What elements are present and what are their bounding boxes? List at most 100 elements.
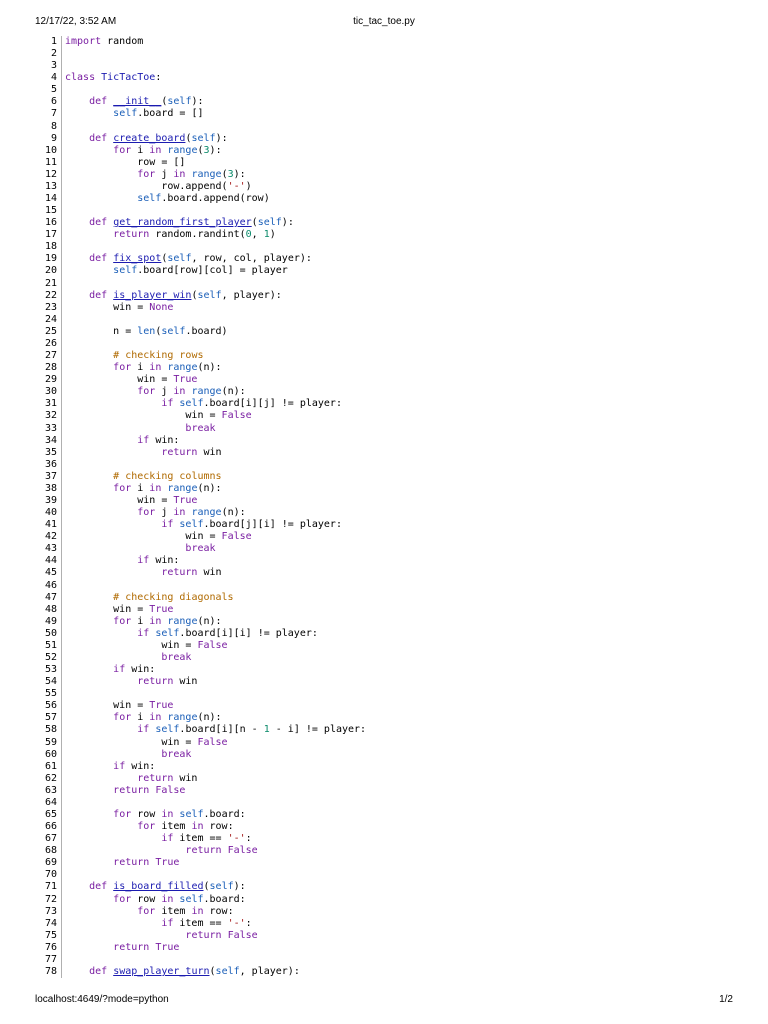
- code-line: 66 for item in row:: [30, 821, 366, 834]
- code-token: [65, 435, 137, 446]
- code-line: 52 break: [30, 651, 366, 665]
- code-token: j: [155, 168, 174, 180]
- code-text: return True: [62, 942, 179, 954]
- line-number: 65: [30, 809, 62, 822]
- code-line: 53 if win:: [30, 664, 366, 677]
- code-token: item ==: [173, 833, 228, 845]
- code-text: for i in range(n):: [62, 482, 222, 495]
- code-token: in: [149, 482, 162, 494]
- code-token: False: [221, 531, 252, 543]
- code-token: def: [89, 132, 108, 144]
- code-text: self.board = []: [62, 108, 203, 120]
- line-number: 72: [30, 893, 62, 906]
- code-token: ):: [209, 144, 222, 156]
- code-token: 1: [263, 229, 270, 241]
- code-token: False: [197, 639, 228, 651]
- code-token: item ==: [173, 917, 228, 929]
- code-token: if: [137, 555, 150, 567]
- code-text: for row in self.board:: [62, 894, 246, 906]
- code-token: in: [149, 362, 162, 374]
- code-text: [62, 121, 65, 133]
- print-title: tic_tac_toe.py: [353, 16, 415, 27]
- code-line: 65 for row in self.board:: [30, 809, 366, 822]
- code-token: import: [65, 36, 102, 47]
- code-line: 77: [30, 953, 366, 967]
- code-token: create_board: [113, 132, 186, 144]
- code-token: row = []: [65, 156, 186, 168]
- line-number: 10: [30, 144, 62, 157]
- code-token: (: [221, 168, 228, 180]
- code-line: 73 for item in row:: [30, 905, 366, 918]
- code-token: [65, 133, 89, 144]
- code-text: [62, 797, 65, 809]
- code-token: (n):: [221, 386, 246, 398]
- code-token: (n):: [197, 482, 222, 494]
- code-line: 63 return False: [30, 784, 366, 797]
- code-token: for: [137, 386, 156, 398]
- code-token: (: [209, 966, 216, 978]
- code-text: # checking columns: [62, 471, 221, 483]
- code-token: (n):: [197, 362, 222, 374]
- code-line: 13 row.append('-'): [30, 180, 366, 194]
- line-number: 62: [30, 772, 62, 785]
- line-number: 40: [30, 507, 62, 520]
- code-line: 30 for j in range(n):: [30, 386, 366, 399]
- print-datetime: 12/17/22, 3:52 AM: [35, 16, 117, 27]
- code-token: [65, 773, 137, 784]
- code-line: 35 return win: [30, 446, 366, 459]
- code-text: win = None: [62, 302, 173, 314]
- code-line: 29 win = True: [30, 374, 366, 387]
- code-token: if: [137, 434, 150, 446]
- line-number: 42: [30, 531, 62, 544]
- code-token: self: [155, 724, 180, 736]
- code-token: [65, 761, 113, 772]
- code-text: [62, 48, 65, 60]
- code-text: win = True: [62, 604, 173, 616]
- code-token: item: [155, 821, 192, 833]
- code-token: 0: [245, 229, 252, 241]
- code-line: 9 def create_board(self):: [30, 132, 366, 145]
- code-token: ):: [215, 132, 228, 144]
- code-text: return False: [62, 845, 257, 857]
- code-token: win =: [65, 494, 174, 506]
- code-token: in: [161, 809, 174, 820]
- code-token: [65, 881, 89, 892]
- code-line: 32 win = False: [30, 410, 366, 423]
- code-token: ):: [281, 217, 294, 229]
- code-line: 70: [30, 869, 366, 882]
- code-token: (: [191, 289, 198, 301]
- line-number: 3: [30, 60, 62, 73]
- code-token: self: [191, 132, 216, 144]
- code-text: for i in range(3):: [62, 144, 222, 157]
- code-token: [65, 592, 113, 603]
- code-text: def create_board(self):: [62, 133, 228, 145]
- line-number: 57: [30, 712, 62, 725]
- code-token: False: [221, 410, 252, 422]
- code-token: win:: [125, 664, 156, 676]
- line-number: 73: [30, 905, 62, 918]
- code-line: 41 if self.board[j][i] != player:: [30, 519, 366, 532]
- code-token: # checking diagonals: [113, 591, 234, 603]
- line-number: 78: [30, 966, 62, 979]
- code-token: win:: [149, 555, 180, 567]
- code-token: win =: [65, 603, 150, 615]
- code-text: for i in range(n):: [62, 362, 222, 374]
- line-number: 9: [30, 132, 62, 145]
- code-token: j: [155, 507, 174, 519]
- code-text: return win: [62, 676, 197, 688]
- line-number: 39: [30, 494, 62, 508]
- code-token: ):: [191, 96, 204, 108]
- code-line: 7 self.board = []: [30, 108, 366, 121]
- code-token: in: [149, 615, 162, 627]
- code-line: 57 for i in range(n):: [30, 712, 366, 725]
- code-line: 18: [30, 241, 366, 254]
- code-text: return True: [62, 857, 179, 869]
- code-token: def: [89, 289, 108, 301]
- code-token: is_player_win: [113, 289, 192, 301]
- code-line: 34 if win:: [30, 434, 366, 447]
- code-text: import random: [62, 36, 143, 48]
- code-token: True: [155, 857, 180, 869]
- code-token: self: [113, 108, 138, 120]
- code-line: 54 return win: [30, 676, 366, 689]
- code-token: for: [113, 615, 132, 627]
